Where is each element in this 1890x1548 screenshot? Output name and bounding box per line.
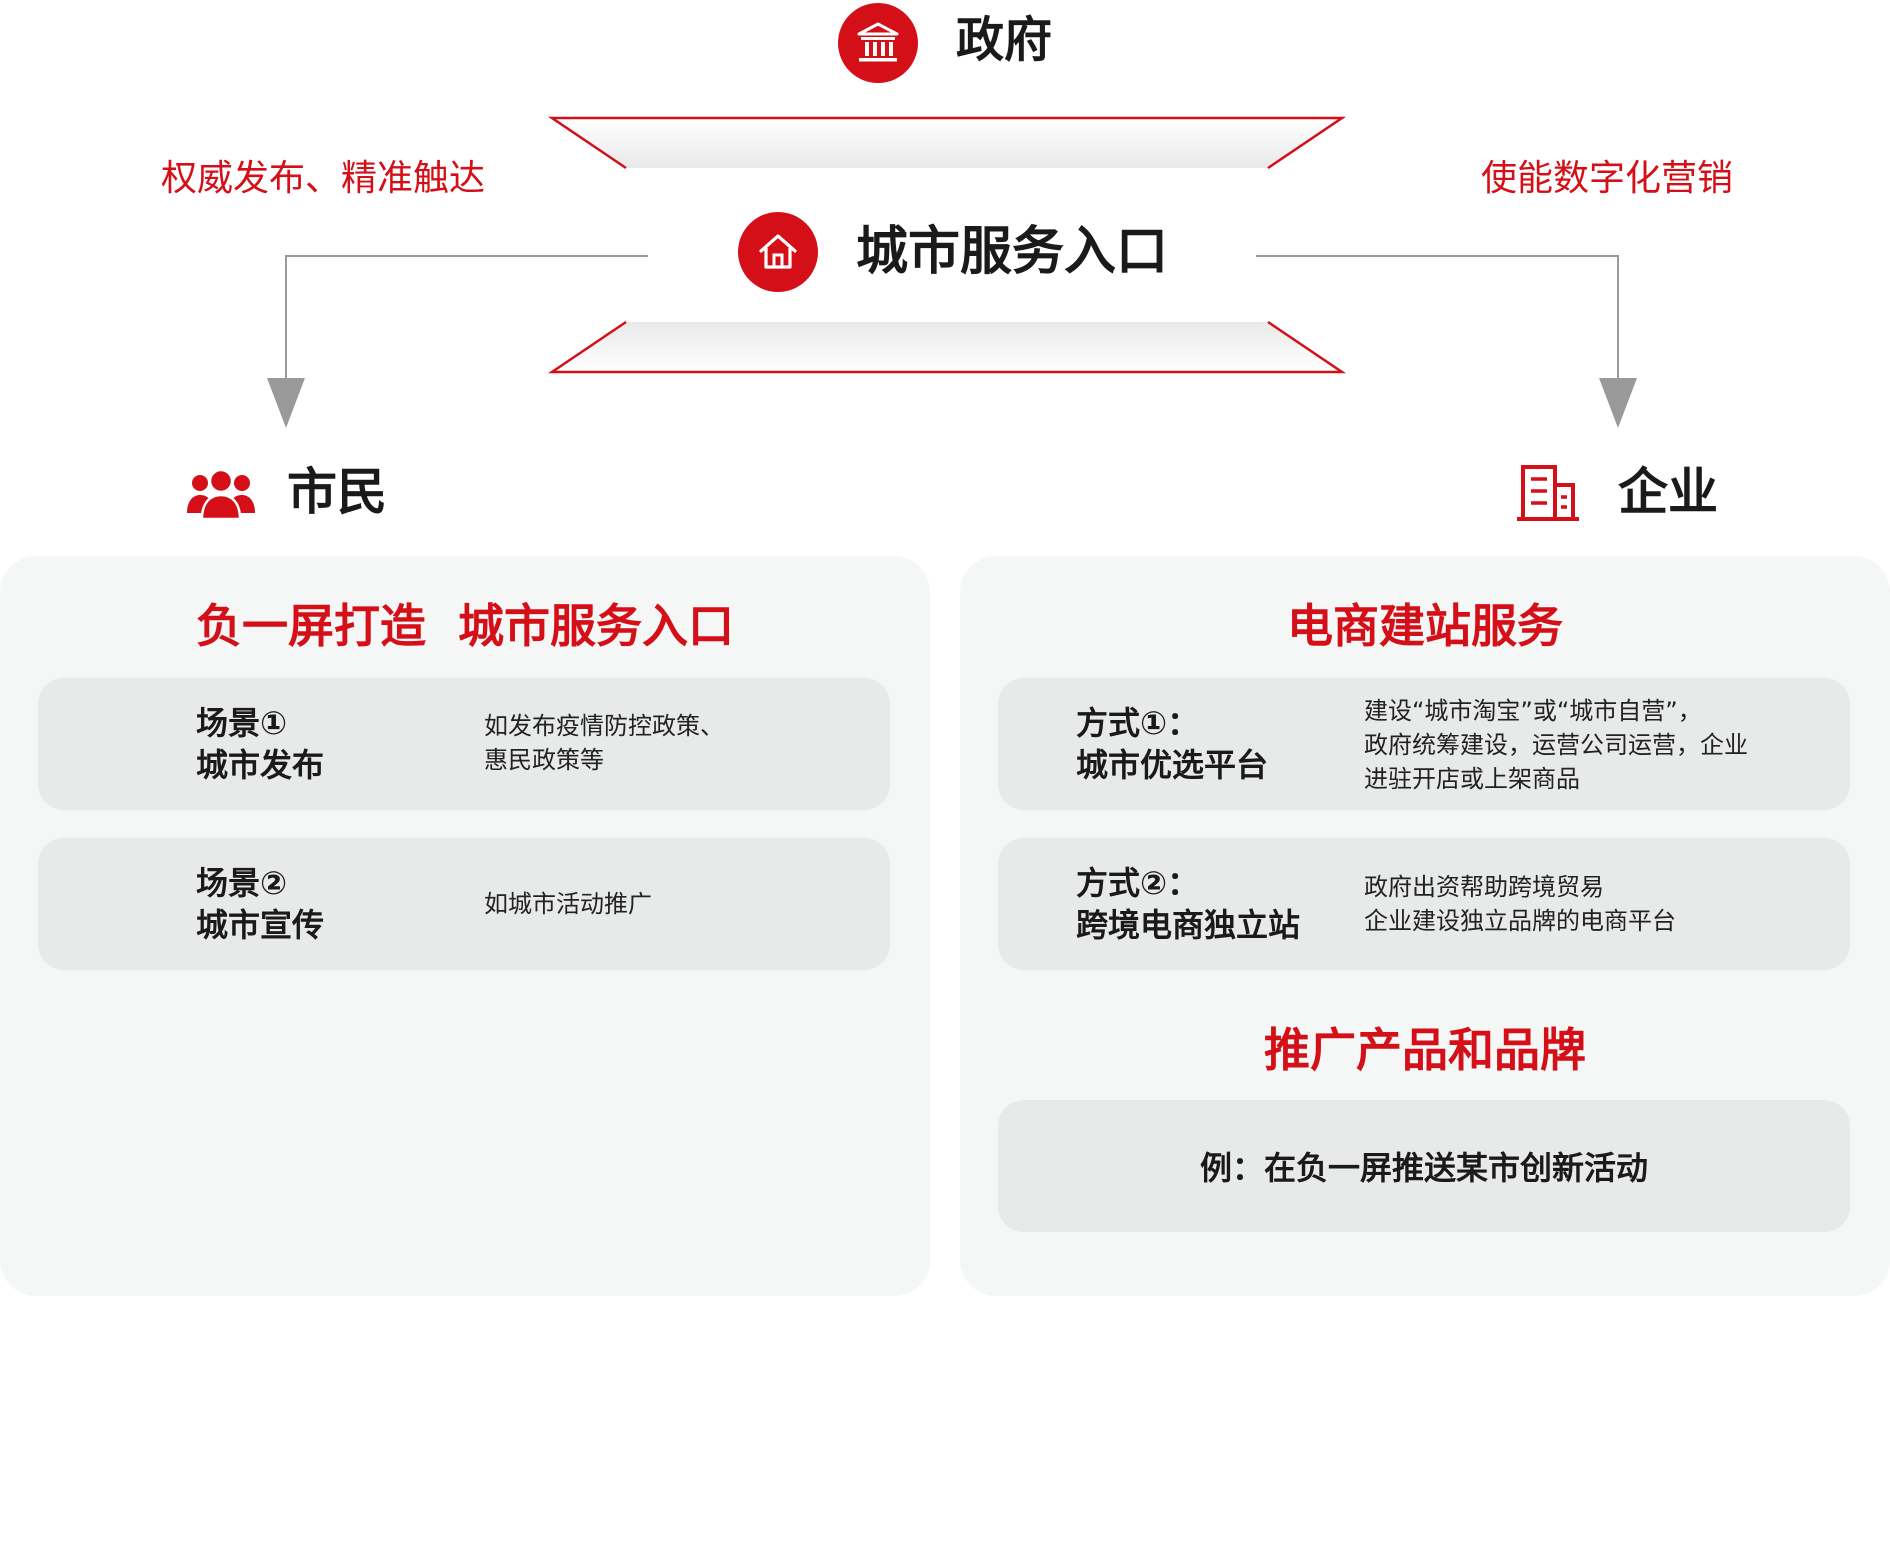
method-2-label: 方式②： — [1076, 864, 1200, 902]
enterprise-method-card-2 — [998, 838, 1850, 970]
promote-heading: 推广产品和品牌 — [1264, 1023, 1586, 1077]
slogan-left: 权威发布、精准触达 — [161, 158, 486, 199]
portal-frame-bottom — [547, 320, 1347, 374]
citizens-title: 市民 — [287, 463, 387, 521]
scenario-2-name: 城市宣传 — [196, 906, 325, 944]
home-icon — [738, 212, 818, 292]
method-2-desc-line2: 企业建设独立品牌的电商平台 — [1364, 907, 1676, 935]
portal-frame-top — [547, 116, 1347, 170]
government-title: 政府 — [956, 12, 1053, 68]
portal-title: 城市服务入口 — [856, 222, 1169, 282]
example-text: 例：在负一屏推送某市创新活动 — [1199, 1149, 1648, 1187]
scenario-1-desc-line2: 惠民政策等 — [484, 746, 604, 774]
method-1-name: 城市优选平台 — [1076, 746, 1269, 784]
scenario-1-desc-line1: 如发布疫情防控政策、 — [484, 712, 724, 740]
slogan-right: 使能数字化营销 — [1481, 158, 1734, 199]
scenario-1-name: 城市发布 — [196, 746, 325, 784]
government-building-icon — [838, 3, 918, 83]
method-2-name: 跨境电商独立站 — [1076, 906, 1301, 944]
example-card: 例：在负一屏推送某市创新活动 — [998, 1100, 1850, 1232]
method-2-desc-line1: 政府出资帮助跨境贸易 — [1364, 873, 1604, 901]
method-1-desc-line1: 建设“城市淘宝”或“城市自营”， — [1364, 697, 1702, 725]
enterprises-title: 企业 — [1618, 463, 1718, 521]
method-1-desc-line3: 进驻开店或上架商品 — [1364, 765, 1580, 793]
arrow-to-citizens — [267, 255, 648, 428]
office-building-icon — [1515, 463, 1581, 523]
scenario-2-desc-line1: 如城市活动推广 — [484, 890, 652, 918]
method-1-desc-line2: 政府统筹建设，运营公司运营，企业 — [1364, 731, 1748, 759]
scenario-2-label: 场景② — [196, 864, 288, 902]
people-icon — [185, 467, 257, 521]
ecommerce-heading: 电商建站服务 — [1287, 599, 1563, 653]
citizens-panel-heading: 负一屏打造 城市服务入口 — [195, 599, 735, 653]
enterprise-method-card-1 — [998, 678, 1850, 810]
citizen-scenario-card-2 — [38, 838, 890, 970]
scenario-1-label: 场景① — [196, 704, 288, 742]
arrow-to-enterprises — [1256, 255, 1637, 428]
citizen-scenario-card-1 — [38, 678, 890, 810]
method-1-label: 方式①： — [1076, 704, 1200, 742]
